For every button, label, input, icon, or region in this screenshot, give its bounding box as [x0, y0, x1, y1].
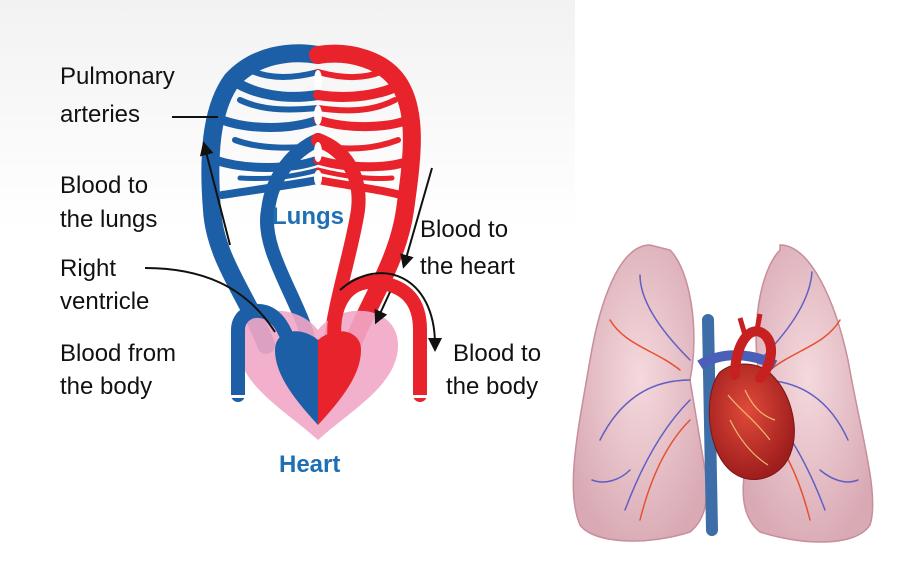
- label-to-heart-2: the heart: [420, 253, 515, 280]
- anatomical-illustration: [573, 245, 872, 542]
- label-from-body-2: the body: [60, 373, 152, 400]
- heart-schematic: [226, 282, 432, 440]
- pulmonary-artery-tree: [210, 53, 318, 345]
- label-pulmonary-2: arteries: [60, 101, 140, 128]
- label-to-lungs-1: Blood to: [60, 172, 148, 199]
- label-right-1: Right: [60, 255, 116, 282]
- label-from-body-1: Blood from: [60, 340, 176, 367]
- label-pulmonary-1: Pulmonary: [60, 63, 175, 90]
- label-to-body-2: the body: [446, 373, 538, 400]
- label-to-body-1: Blood to: [453, 340, 541, 367]
- label-heart: Heart: [279, 451, 340, 478]
- label-right-2: ventricle: [60, 288, 149, 315]
- label-to-heart-1: Blood to: [420, 216, 508, 243]
- pulmonary-vein-tree: [318, 54, 412, 345]
- label-lungs: Lungs: [272, 203, 344, 230]
- lungs-network: [210, 53, 412, 345]
- label-to-lungs-2: the lungs: [60, 206, 157, 233]
